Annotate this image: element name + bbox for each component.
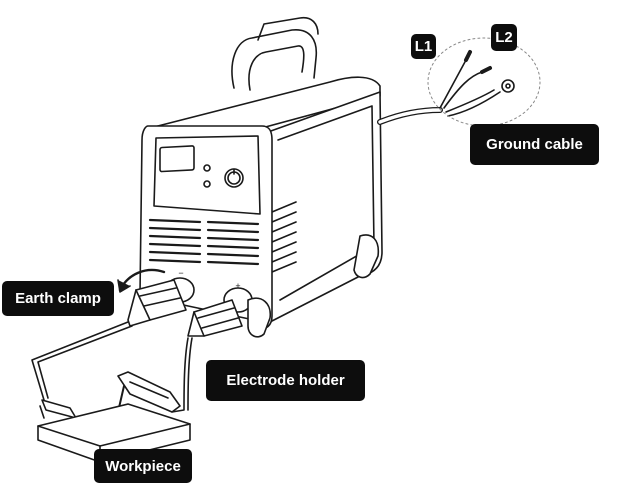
label-ground-cable: Ground cable	[470, 124, 599, 165]
earth-plug	[135, 279, 187, 321]
electrode-holder-handle	[117, 371, 181, 413]
electrode-holder-assembly	[117, 299, 243, 413]
earth-clamp-assembly	[31, 268, 187, 419]
input-power-cable	[377, 50, 515, 125]
current-adjust-knob[interactable]	[224, 168, 244, 188]
indicator-light-bottom	[203, 180, 211, 188]
label-l1: L1	[411, 34, 436, 59]
front-vents	[148, 218, 260, 266]
indicator-light-top	[203, 164, 211, 172]
label-electrode-holder: Electrode holder	[206, 360, 365, 401]
positive-terminal-symbol: +	[235, 281, 240, 291]
label-l2: L2	[491, 24, 517, 51]
workpiece-block	[37, 403, 191, 463]
side-vents	[271, 201, 297, 273]
earth-clamp-jaw	[39, 399, 77, 419]
cable-detail-highlight	[427, 37, 541, 127]
negative-terminal-symbol: −	[178, 268, 183, 278]
ground-ring-terminal	[501, 79, 515, 93]
label-earth-clamp: Earth clamp	[2, 281, 114, 316]
welding-machine	[139, 16, 383, 338]
display-window	[159, 145, 195, 173]
carry-handle	[231, 29, 318, 91]
label-workpiece: Workpiece	[94, 449, 192, 483]
